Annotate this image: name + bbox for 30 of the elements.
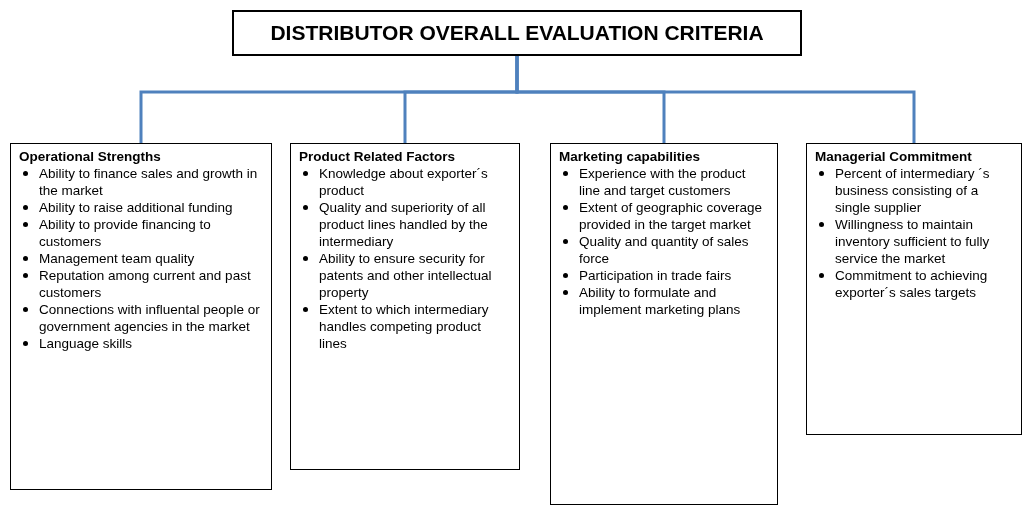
criterion-text: Ability to provide financing to customers bbox=[39, 216, 212, 250]
box-heading: Managerial Commitment bbox=[815, 148, 973, 165]
criteria-box bbox=[550, 143, 778, 505]
criterion-text: Ability to raise additional funding bbox=[39, 199, 233, 216]
criterion-text: Knowledge about exporter´s product bbox=[319, 165, 489, 199]
criterion-text: Quality and quantity of sales force bbox=[579, 233, 750, 267]
connector-line bbox=[515, 56, 916, 143]
title-box bbox=[232, 10, 802, 56]
criteria-box bbox=[806, 143, 1022, 435]
criterion-text: Willingness to maintain inventory sufficient to fully service the market bbox=[835, 216, 991, 267]
criterion-text: Quality and superiority of all product lines handled by the intermediary bbox=[319, 199, 489, 250]
box-heading: Marketing capabilities bbox=[559, 148, 702, 165]
criterion-text: Connections with influental people or government agencies in the market bbox=[39, 301, 261, 335]
criterion-text: Ability to formulate and implement marketing plans bbox=[579, 284, 742, 318]
criterion-text: Management team quality bbox=[39, 250, 195, 267]
criterion-text: Percent of intermediary ´s business consisting of a single supplier bbox=[835, 165, 991, 216]
criterion-text: Ability to ensure security for patents and other intellectual property bbox=[319, 250, 493, 301]
box-heading: Operational Strengths bbox=[19, 148, 162, 165]
criterion-text: Participation in trade fairs bbox=[579, 267, 732, 284]
criteria-box bbox=[10, 143, 272, 490]
box-heading: Product Related Factors bbox=[299, 148, 457, 165]
criterion-text: Language skills bbox=[39, 335, 133, 352]
criterion-text: Reputation among current and past customers bbox=[39, 267, 252, 301]
criteria-box bbox=[290, 143, 520, 470]
title-text: DISTRIBUTOR OVERALL EVALUATION CRITERIA bbox=[270, 20, 764, 47]
criterion-text: Ability to finance sales and growth in the market bbox=[39, 165, 259, 199]
criterion-text: Commitment to achieving exporter´s sales targets bbox=[835, 267, 989, 301]
criterion-text: Extent of geographic coverage provided in the target market bbox=[579, 199, 764, 233]
criterion-text: Extent to which intermediary handles competing product lines bbox=[319, 301, 490, 352]
criterion-text: Experience with the product line and target customers bbox=[579, 165, 747, 199]
